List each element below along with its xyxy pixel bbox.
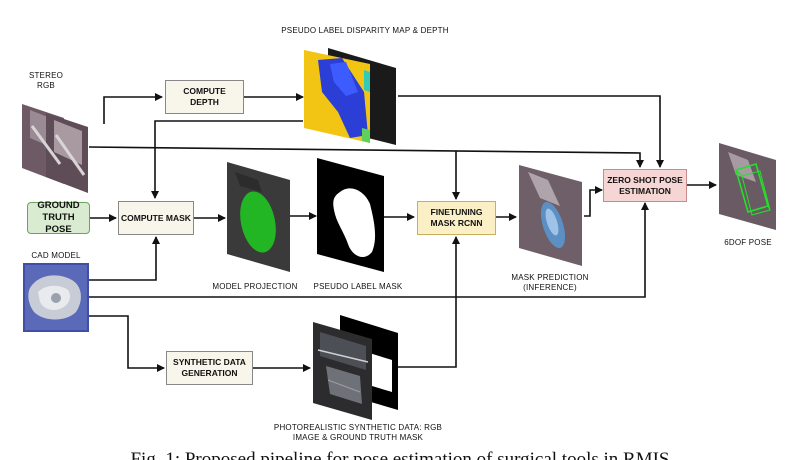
arrow-stereo-to-compute-depth [103, 93, 163, 124]
arrow-photo-to-finetuning [398, 236, 460, 368]
model-projection-label: MODEL PROJECTION [212, 282, 298, 291]
arrow-cad-to-zeroshot [89, 202, 649, 298]
compute-mask-box: COMPUTE MASK [118, 201, 194, 235]
arrow-disparity-to-compute-mask [151, 120, 303, 199]
finetuning-mask-rcnn-box: FINETUNING MASK RCNN [417, 201, 496, 235]
arrow-disparity-to-zeroshot [398, 95, 664, 168]
synthetic-data-generation-box: SYNTHETIC DATA GENERATION [166, 351, 253, 385]
disparity-map-image [304, 48, 396, 145]
arrow-cad-to-compute-mask [89, 236, 160, 281]
compute-depth-box: COMPUTE DEPTH [165, 80, 244, 114]
arrow-stereo-to-zeroshot [88, 146, 644, 168]
ground-truth-pose-box: GROUND TRUTH POSE [27, 200, 90, 235]
arrow-prediction-to-zeroshot [584, 186, 603, 217]
mask-prediction-image [519, 165, 582, 266]
stereo-rgb-label: STEREO RGB [28, 71, 64, 90]
zero-shot-pose-box: ZERO SHOT POSE ESTIMATION [603, 169, 687, 202]
pseudo-label-mask-label: PSEUDO LABEL MASK [313, 282, 403, 291]
photorealistic-synthetic-image [313, 315, 398, 420]
stereo-rgb-image [22, 104, 88, 193]
mask-prediction-label: MASK PREDICTION (INFERENCE) [511, 273, 589, 292]
photorealistic-label: PHOTOREALISTIC SYNTHETIC DATA: RGB IMAGE… [273, 423, 443, 442]
cad-model-image [23, 263, 89, 332]
6dof-pose-image [719, 143, 776, 230]
pseudo-label-mask-image [317, 158, 384, 272]
arrow-cad-to-synthetic [89, 315, 165, 372]
model-projection-image [227, 162, 290, 272]
pseudo-disparity-label: PSEUDO LABEL DISPARITY MAP & DEPTH [281, 26, 449, 35]
6dof-pose-label: 6DOF POSE [724, 238, 772, 247]
figure-caption: Fig. 1: Proposed pipeline for pose estim… [130, 449, 670, 460]
cad-model-label: CAD MODEL [31, 251, 81, 260]
